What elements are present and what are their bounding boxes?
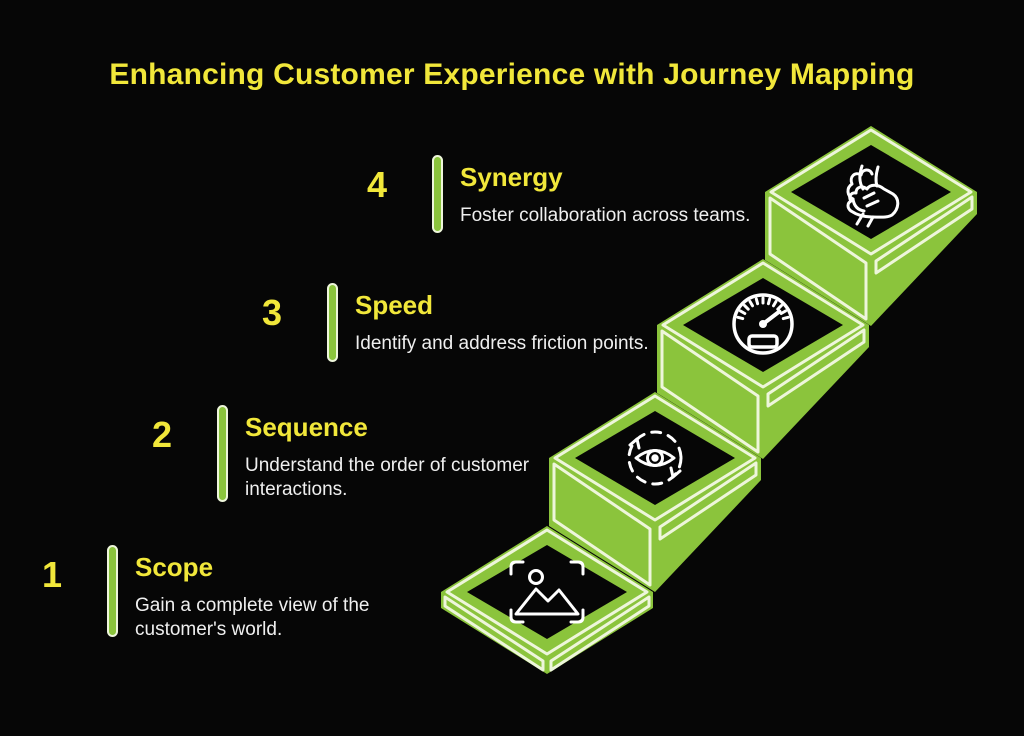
step-4-block <box>765 126 977 326</box>
step-3-description-line-1: Identify and address friction points. <box>355 332 649 354</box>
step-4-tread-outline <box>769 128 973 256</box>
step-2-description: Understand the order of customer interac… <box>245 454 529 502</box>
step-1-block <box>441 526 653 674</box>
step-4-entry: 4 Synergy Foster collaboration across te… <box>332 153 750 233</box>
step-4-side-outline <box>874 195 974 275</box>
step-3-label: Speed <box>355 290 434 320</box>
step-3-entry: 3 Speed Identify and address friction po… <box>227 281 649 362</box>
step-3-tread-outline <box>661 261 865 389</box>
step-1-number: 1 <box>41 554 62 595</box>
step-2-description-line-2: interactions. <box>245 478 348 500</box>
step-3-description: Identify and address friction points. <box>355 332 649 356</box>
image-scope-icon <box>509 560 585 624</box>
speedometer-icon <box>732 293 794 355</box>
step-3-accent-bar <box>327 283 338 362</box>
step-3-block <box>657 259 869 459</box>
step-2-accent-bar <box>217 405 228 502</box>
step-4-description: Foster collaboration across teams. <box>460 204 750 228</box>
step-4-tile <box>791 145 951 239</box>
step-2-riser-outline <box>552 462 652 587</box>
step-2-description-line-1: Understand the order of customer <box>245 454 530 476</box>
step-1-tread-outline <box>445 528 649 656</box>
step-2-tread-outline <box>553 394 757 522</box>
step-3-number: 3 <box>261 292 282 333</box>
step-1-entry: 1 Scope Gain a complete view of the cust… <box>7 543 369 642</box>
step-4-description-line-1: Foster collaboration across teams. <box>460 204 751 226</box>
step-2-side-outline <box>658 461 758 541</box>
step-1-accent-bar <box>107 545 118 637</box>
step-1-tile <box>467 545 627 639</box>
step-4-number: 4 <box>366 164 387 205</box>
step-1-description-line-1: Gain a complete view of the <box>135 594 370 616</box>
cycle-eye-icon <box>627 430 683 486</box>
step-1-left-rim-outline <box>443 595 545 672</box>
step-4-accent-bar <box>432 155 443 233</box>
step-1-label: Scope <box>135 552 214 582</box>
step-4-riser-outline <box>768 196 868 321</box>
step-4-label: Synergy <box>460 162 563 192</box>
step-2-block <box>549 392 761 592</box>
step-2-number: 2 <box>151 414 172 455</box>
step-2-label: Sequence <box>245 412 368 442</box>
step-2-entry: 2 Sequence Understand the order of custo… <box>117 403 529 502</box>
step-1-description: Gain a complete view of the customer's w… <box>135 594 369 642</box>
step-3-riser-outline <box>660 329 760 454</box>
step-1-right-rim-outline <box>549 595 651 672</box>
page-title: Enhancing Customer Experience with Journ… <box>109 58 915 91</box>
step-1-description-line-2: customer's world. <box>135 618 283 640</box>
hands-stack-icon <box>846 164 900 228</box>
step-3-side-outline <box>766 328 866 408</box>
